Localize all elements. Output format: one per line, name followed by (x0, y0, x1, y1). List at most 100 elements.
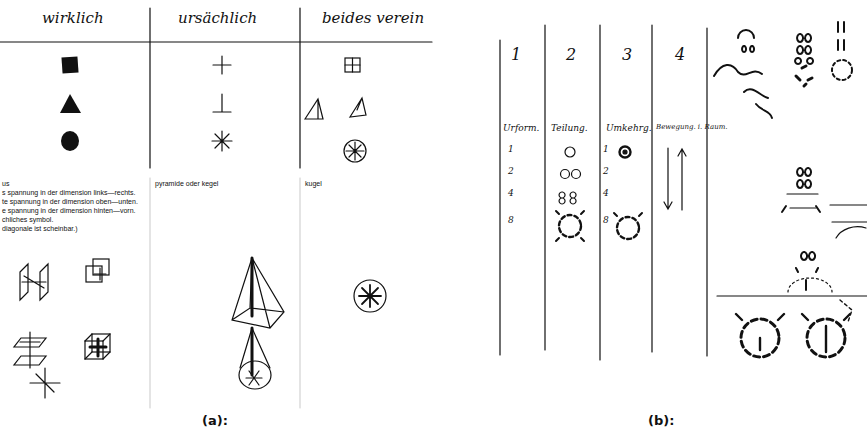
pyramid-cone (240, 328, 270, 368)
pyramid-cone (232, 258, 284, 389)
note-line: te spannung in der dimension oben—unten. (2, 198, 138, 206)
scribble-figures (714, 22, 867, 357)
plane-figures (20, 264, 48, 300)
scribble-figures (787, 194, 818, 208)
real-shapes (61, 131, 79, 151)
scribble-figures (840, 300, 852, 322)
plane-figures (85, 334, 110, 359)
motion-arrows (664, 148, 672, 209)
note-line: us (2, 180, 9, 188)
combined-symbols (346, 142, 364, 160)
column-rules (500, 25, 707, 360)
row-number: 8 (603, 216, 609, 226)
sphere-symbol (354, 280, 386, 312)
division-figures (565, 147, 575, 157)
inversion-figures (614, 213, 642, 216)
row-heading: Teilung. (551, 124, 588, 134)
combined-symbols (305, 58, 366, 162)
row-heading: Umkehrg. (606, 124, 652, 134)
sphere-symbol (359, 285, 381, 307)
scribble-figures (796, 252, 818, 290)
scribble-figures (717, 295, 867, 296)
inversion-figures (614, 147, 642, 240)
division-figures (556, 211, 584, 241)
scribble-figures (838, 22, 844, 50)
inversion-figures (617, 217, 639, 239)
combined-symbols (350, 98, 366, 117)
scribble-figures (795, 34, 813, 64)
table-rules (0, 8, 432, 408)
combined-symbols (344, 140, 366, 162)
row-number: 4 (508, 189, 514, 199)
column-number: 3 (622, 46, 632, 64)
column-heading: ursächlich (178, 10, 257, 27)
combined-symbols (345, 58, 360, 72)
row-number: 1 (508, 145, 514, 155)
inversion-figures (623, 150, 627, 154)
causal-symbols (213, 56, 231, 74)
scribble-figures (830, 205, 867, 238)
row-number: 4 (603, 189, 609, 199)
division-figures (559, 192, 576, 204)
section-label: kugel (305, 180, 322, 188)
scribble-figures (797, 168, 811, 188)
column-number: 1 (511, 46, 521, 64)
plane-figures (14, 259, 110, 398)
note-line: chliches symbol. (2, 216, 53, 224)
row-heading: Urform. (503, 124, 539, 134)
scribble-figures (738, 30, 754, 52)
real-shapes (60, 94, 81, 113)
inversion-figures (620, 147, 631, 158)
table-rules (0, 8, 432, 168)
scribble-figures (714, 65, 772, 118)
plane-figures (94, 268, 106, 280)
causal-symbols (212, 56, 232, 151)
note-line: s spannung in der dimension links—rechts… (2, 189, 135, 197)
pyramid-cone (239, 361, 271, 389)
scribble-figures (782, 206, 820, 212)
division-figures (572, 170, 581, 179)
note-line: e spannung in der dimension hinten—vorn. (2, 207, 135, 215)
row-number: 1 (603, 145, 609, 155)
division-figures (556, 147, 584, 241)
panel-caption: (b): (648, 414, 674, 428)
sphere-symbol (354, 280, 386, 312)
plane-figures (93, 259, 109, 275)
division-figures (561, 170, 570, 179)
scribble-figures (802, 314, 850, 352)
row-number: 2 (508, 167, 514, 177)
column-number: 2 (566, 46, 576, 64)
plane-figures (90, 339, 106, 356)
panel-caption: (a): (202, 414, 228, 428)
motion-arrows (664, 148, 686, 210)
column-rules (500, 25, 707, 360)
pyramid-cone (232, 258, 284, 328)
column-heading: beides verein (322, 10, 424, 27)
scribble-figures (796, 66, 812, 86)
real-shapes (60, 56, 81, 151)
motion-arrows (678, 149, 686, 210)
causal-symbols (213, 94, 231, 112)
note-line: diagonale ist scheinbar.) (2, 225, 78, 233)
pyramid-cone (246, 371, 262, 385)
column-heading: wirklich (42, 10, 104, 27)
scribble-figures (736, 314, 784, 350)
scribble-figures (788, 278, 832, 292)
table-rules (150, 178, 300, 408)
row-heading: Bewegung. i. Raum. (656, 124, 728, 132)
combined-symbols (345, 58, 360, 72)
plane-figures (30, 368, 60, 398)
scribble-figures (832, 60, 852, 80)
row-number: 8 (508, 216, 514, 226)
section-label: pyramide oder kegel (155, 180, 218, 188)
column-number: 4 (675, 46, 685, 64)
causal-symbols (212, 131, 232, 151)
combined-symbols (305, 99, 323, 119)
plane-figures (14, 332, 46, 368)
row-number: 2 (603, 167, 609, 177)
pyramid-cone (251, 258, 254, 316)
real-shapes (61, 56, 78, 73)
division-figures (559, 215, 581, 237)
